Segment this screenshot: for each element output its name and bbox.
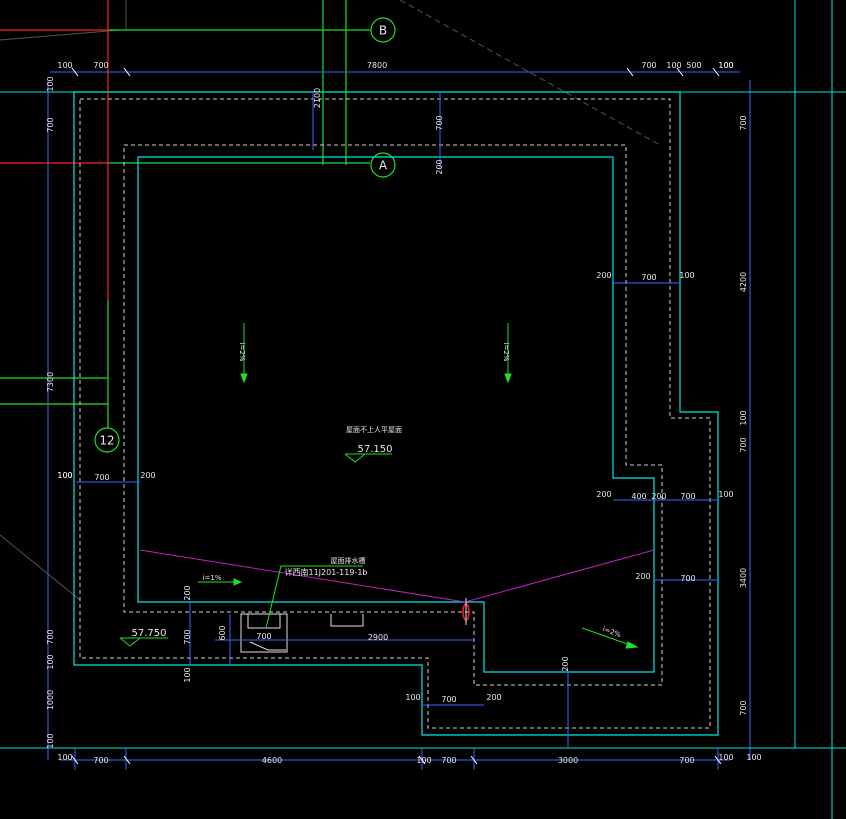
axis-bubble-b: B <box>370 17 396 43</box>
dimension-ticks <box>71 67 722 765</box>
svg-text:700: 700 <box>739 700 748 715</box>
svg-text:2100: 2100 <box>313 88 322 108</box>
svg-text:200: 200 <box>486 693 501 702</box>
slope-arrows <box>198 323 639 649</box>
drain-details <box>240 613 364 653</box>
slope-left-label: i=2% <box>238 343 246 362</box>
level-low-label: 57.750 <box>132 628 167 639</box>
dims-bottom: 100 700 4600 100 700 3000 700 100 <box>57 753 733 765</box>
svg-text:100: 100 <box>718 61 733 70</box>
dims-right: 100 700 4200 100 700 100 3400 700 100 <box>718 61 761 762</box>
svg-text:700: 700 <box>183 629 192 644</box>
svg-text:100: 100 <box>416 756 431 765</box>
svg-text:200: 200 <box>635 572 650 581</box>
svg-text:700: 700 <box>739 115 748 130</box>
slope-mid-label: i=2% <box>502 343 510 362</box>
drain-note-leader <box>265 565 363 629</box>
svg-text:3400: 3400 <box>739 568 748 588</box>
svg-text:100: 100 <box>46 76 55 91</box>
level-main-label: 57.150 <box>358 444 393 455</box>
svg-text:2900: 2900 <box>368 633 388 642</box>
svg-text:200: 200 <box>596 271 611 280</box>
svg-text:100: 100 <box>718 490 733 499</box>
svg-text:600: 600 <box>218 625 227 640</box>
svg-text:700: 700 <box>46 629 55 644</box>
annotation-labels: 屋面不上人平屋面 57.150 57.750 屋面排水槽 详西南11J201-1… <box>132 343 623 640</box>
svg-text:100: 100 <box>57 471 72 480</box>
svg-text:100: 100 <box>666 61 681 70</box>
level-marker-low <box>119 637 168 647</box>
svg-text:100: 100 <box>46 654 55 669</box>
svg-text:7300: 7300 <box>46 372 55 392</box>
axis-bubble-a: A <box>370 152 396 178</box>
svg-text:100: 100 <box>183 667 192 682</box>
svg-text:1000: 1000 <box>46 690 55 710</box>
parapet-dashed-outline <box>79 98 711 729</box>
slope-bottom-label: i=1% <box>203 574 222 582</box>
svg-text:12: 12 <box>99 434 114 448</box>
svg-text:700: 700 <box>641 273 656 282</box>
drain-title: 屋面排水槽 <box>331 556 366 565</box>
svg-text:100: 100 <box>57 61 72 70</box>
svg-text:500: 500 <box>686 61 701 70</box>
svg-text:700: 700 <box>441 695 456 704</box>
roof-note: 屋面不上人平屋面 <box>346 425 402 434</box>
svg-text:100: 100 <box>718 753 733 762</box>
svg-text:700: 700 <box>441 756 456 765</box>
slope-br-label: i=2% <box>601 625 622 639</box>
svg-text:400: 400 <box>631 492 646 501</box>
svg-text:4600: 4600 <box>262 756 282 765</box>
svg-text:700: 700 <box>256 632 271 641</box>
background-reference-lines <box>0 0 661 601</box>
inner-dashed-outline <box>123 144 663 686</box>
ridge-lines <box>139 549 655 603</box>
svg-text:200: 200 <box>561 656 570 671</box>
svg-text:100: 100 <box>405 693 420 702</box>
svg-text:100: 100 <box>679 271 694 280</box>
drain-outlet-icon <box>462 598 470 625</box>
svg-text:200: 200 <box>596 490 611 499</box>
svg-text:700: 700 <box>93 61 108 70</box>
svg-text:700: 700 <box>435 115 444 130</box>
svg-text:200: 200 <box>435 159 444 174</box>
dims-left: 100 700 7300 100 700 100 1000 100 <box>46 76 73 748</box>
svg-text:700: 700 <box>641 61 656 70</box>
dims-inner: 2100 700 200 200 700 100 100 700 200 200… <box>57 88 695 704</box>
outer-wall-outline <box>73 91 719 736</box>
axis-bubble-12: 12 <box>94 427 120 453</box>
svg-text:4200: 4200 <box>739 272 748 292</box>
svg-text:100: 100 <box>46 733 55 748</box>
svg-text:7800: 7800 <box>367 61 387 70</box>
axis-grid-lines <box>0 0 370 428</box>
svg-text:100: 100 <box>57 753 72 762</box>
svg-text:3000: 3000 <box>558 756 578 765</box>
svg-text:700: 700 <box>46 117 55 132</box>
svg-text:100: 100 <box>739 410 748 425</box>
dimension-lines <box>0 71 846 770</box>
svg-text:200: 200 <box>183 585 192 600</box>
svg-text:700: 700 <box>94 473 109 482</box>
drain-ref: 详西南11J201-119-1b <box>284 567 367 577</box>
dims-top: 100 700 7800 700 100 500 100 <box>57 61 733 70</box>
level-marker-main <box>344 453 392 463</box>
svg-text:700: 700 <box>739 437 748 452</box>
inner-wall-outline <box>137 156 655 673</box>
svg-text:A: A <box>379 159 388 173</box>
svg-text:700: 700 <box>680 492 695 501</box>
svg-text:100: 100 <box>746 753 761 762</box>
svg-text:200: 200 <box>651 492 666 501</box>
svg-text:200: 200 <box>140 471 155 480</box>
svg-text:700: 700 <box>93 756 108 765</box>
right-boundary-lines <box>794 0 833 819</box>
svg-text:100: 100 <box>57 471 72 480</box>
svg-text:100: 100 <box>718 61 733 70</box>
svg-text:700: 700 <box>680 574 695 583</box>
svg-text:B: B <box>379 24 387 38</box>
svg-text:700: 700 <box>679 756 694 765</box>
